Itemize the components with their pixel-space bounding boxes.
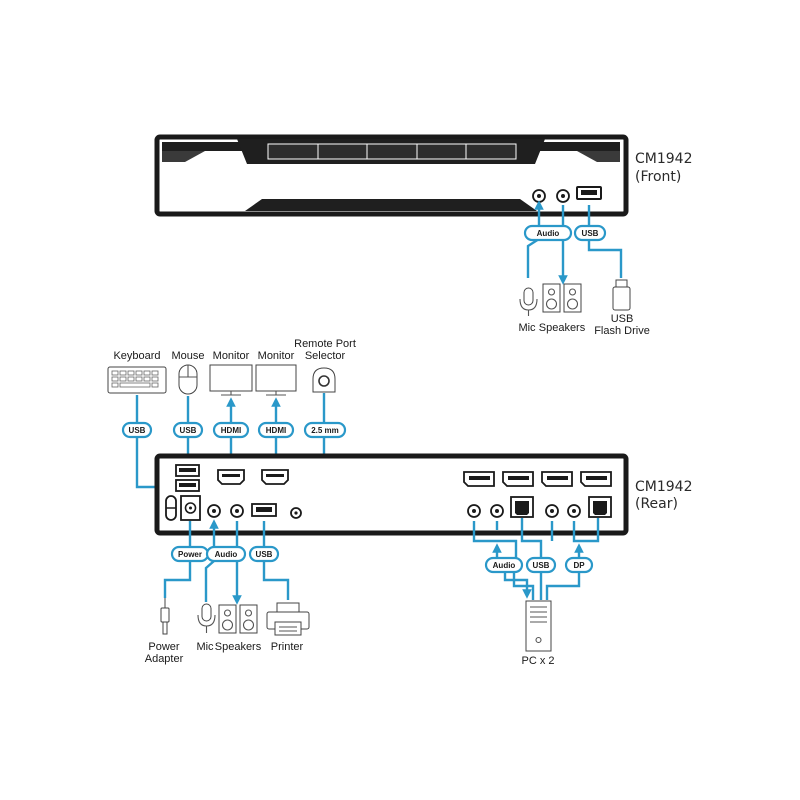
front-mic-label: Mic — [518, 322, 536, 334]
printer-icon — [266, 602, 310, 636]
rear-ports-left — [165, 464, 302, 521]
usb-flash-label-line2: Flash Drive — [594, 325, 650, 337]
rear-mic-label: Mic — [196, 641, 214, 653]
mouse-label: Mouse — [171, 350, 204, 362]
usb-pill-mouse: USB — [172, 421, 204, 439]
monitor1-icon — [209, 364, 253, 396]
remote-port-selector-icon — [312, 367, 336, 393]
svg-text:Power: Power — [178, 550, 202, 559]
svg-text:USB: USB — [129, 426, 146, 435]
front-usb-pill: USB — [573, 224, 607, 242]
pc-label: PC x 2 — [521, 655, 554, 667]
rear-mic-icon — [197, 603, 216, 633]
pc-dp-pill: DP — [564, 556, 594, 574]
pc-usb-pill: USB — [525, 556, 557, 574]
displayport-ports — [463, 471, 612, 487]
hdmi-pill-2: HDMI — [257, 421, 295, 439]
svg-text:Audio: Audio — [493, 561, 516, 570]
mic-icon — [519, 287, 538, 316]
speakers-icon — [542, 283, 582, 313]
power-adapter-icon — [160, 598, 170, 635]
rear-speakers-label: Speakers — [215, 641, 262, 653]
front-display-panel — [237, 139, 545, 164]
power-adapter-label-line1: Power — [148, 641, 180, 653]
usb-flash-drive-icon — [612, 279, 631, 311]
usb-pill-keyboard: USB — [121, 421, 153, 439]
svg-text:Audio: Audio — [537, 229, 560, 238]
monitor1-label: Monitor — [213, 350, 250, 362]
rear-model-label: CM1942 — [635, 479, 692, 495]
rear-view-label: (Rear) — [635, 496, 678, 512]
svg-text:USB: USB — [180, 426, 197, 435]
rear-usb-pill: USB — [248, 545, 280, 563]
keyboard-icon — [107, 366, 167, 394]
front-cables — [526, 200, 623, 285]
svg-text:DP: DP — [573, 561, 585, 570]
monitor2-label: Monitor — [258, 350, 295, 362]
svg-text:USB: USB — [582, 229, 599, 238]
mm-pill: 2.5 mm — [303, 421, 347, 439]
svg-text:HDMI: HDMI — [266, 426, 286, 435]
front-audio-pill: Audio — [523, 224, 573, 242]
monitor2-icon — [255, 364, 297, 396]
keyboard-label: Keyboard — [113, 350, 160, 362]
hdmi-pill-1: HDMI — [212, 421, 250, 439]
power-pill: Power — [170, 545, 210, 563]
rear-speakers-icon — [218, 604, 258, 634]
front-speakers-label: Speakers — [539, 322, 586, 334]
front-chassis — [154, 134, 629, 217]
remote-port-label-line2: Selector — [305, 350, 346, 362]
front-model-label: CM1942 — [635, 151, 692, 167]
usb-flash-label-line1: USB — [611, 313, 634, 325]
rear-chassis — [154, 453, 629, 536]
rear-audio-pill: Audio — [205, 545, 247, 563]
remote-port-label-line1: Remote Port — [294, 338, 356, 350]
mouse-icon — [178, 364, 198, 395]
pc-cables — [472, 518, 600, 600]
power-adapter-label-line2: Adapter — [145, 653, 184, 665]
printer-label: Printer — [271, 641, 304, 653]
pc-tower-icon — [525, 600, 552, 652]
svg-text:2.5 mm: 2.5 mm — [311, 426, 339, 435]
rear-ports-right — [463, 471, 612, 518]
front-view-label: (Front) — [635, 169, 681, 185]
svg-text:HDMI: HDMI — [221, 426, 241, 435]
svg-text:USB: USB — [533, 561, 550, 570]
pc-audio-pill: Audio — [484, 556, 524, 574]
svg-text:USB: USB — [256, 550, 273, 559]
svg-text:Audio: Audio — [215, 550, 238, 559]
